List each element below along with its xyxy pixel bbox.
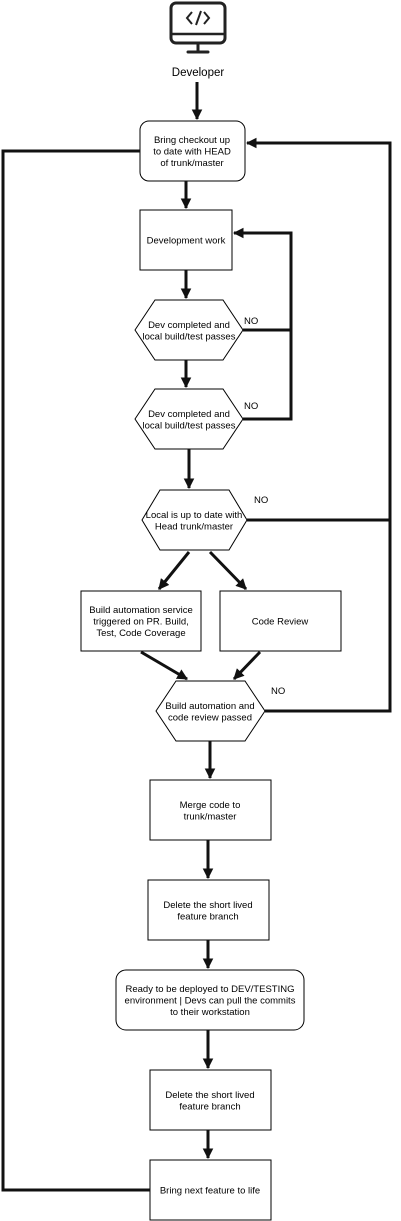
node-label-line: Test, Code Coverage <box>96 628 185 639</box>
node-label-line: Dev completed and <box>148 409 230 420</box>
label-no-check1: NO <box>244 316 258 327</box>
node-label-line: Development work <box>147 236 226 247</box>
edge-passed-no-loop <box>265 520 392 713</box>
node-label-line: Local is up to date with <box>146 510 243 521</box>
actor-label: Developer <box>172 67 225 79</box>
label-no-passed: NO <box>271 686 285 697</box>
node-label-line: to their workstation <box>170 1007 250 1018</box>
node-label-line: Bring next feature to life <box>160 1186 260 1197</box>
label-no-uptodate: NO <box>254 495 268 506</box>
node-review-text: Code Review <box>252 617 309 628</box>
node-label-line: trunk/master <box>184 811 237 822</box>
edge-check1-no-loop <box>232 227 293 332</box>
node-label-line: feature branch <box>177 911 238 922</box>
edge-uptodate-buildauto <box>157 551 191 590</box>
node-next: Bring next feature to life <box>149 1159 272 1221</box>
node-label-line: environment | Devs can pull the commits <box>125 996 296 1007</box>
node-label-line: Delete the short lived <box>165 1090 254 1101</box>
node-label-line: code review passed <box>168 712 252 723</box>
node-label-line: Code Review <box>252 617 309 628</box>
edges <box>1 82 392 1192</box>
node-label-line: triggered on PR. Build, <box>93 617 189 628</box>
node-next-text: Bring next feature to life <box>160 1186 260 1197</box>
node-label-line: Head trunk/master <box>155 521 233 532</box>
node-review: Code Review <box>219 590 342 652</box>
edge-check2-no-loop <box>243 330 293 421</box>
monitor-code-icon <box>169 1 227 54</box>
edge-uptodate-review <box>208 550 248 591</box>
node-label-line: of trunk/master <box>160 158 223 169</box>
edge-review-passed <box>232 650 262 681</box>
node-label-line: local build/test passes <box>143 420 236 431</box>
edge-uptodate-no-loop <box>245 137 392 522</box>
node-devwork-text: Development work <box>147 236 226 247</box>
node-label-line: Ready to be deployed to DEV/TESTING <box>126 984 295 995</box>
edge-buildauto-passed <box>140 650 188 681</box>
node-label-line: Build automation and <box>165 701 254 712</box>
node-label-line: Bring checkout up <box>154 135 230 146</box>
node-label-line: feature branch <box>179 1101 240 1112</box>
node-label-line: local build/test passes <box>143 331 236 342</box>
node-label-line: to date with HEAD <box>153 147 231 158</box>
node-label-line: Delete the short lived <box>163 900 252 911</box>
label-no-check2: NO <box>244 401 258 412</box>
node-label-line: Build automation service <box>89 605 193 616</box>
edge-next-restart-loop <box>1 149 150 1192</box>
node-label-line: Merge code to <box>180 800 241 811</box>
node-devwork: Development work <box>139 209 233 271</box>
node-label-line: Dev completed and <box>148 320 230 331</box>
